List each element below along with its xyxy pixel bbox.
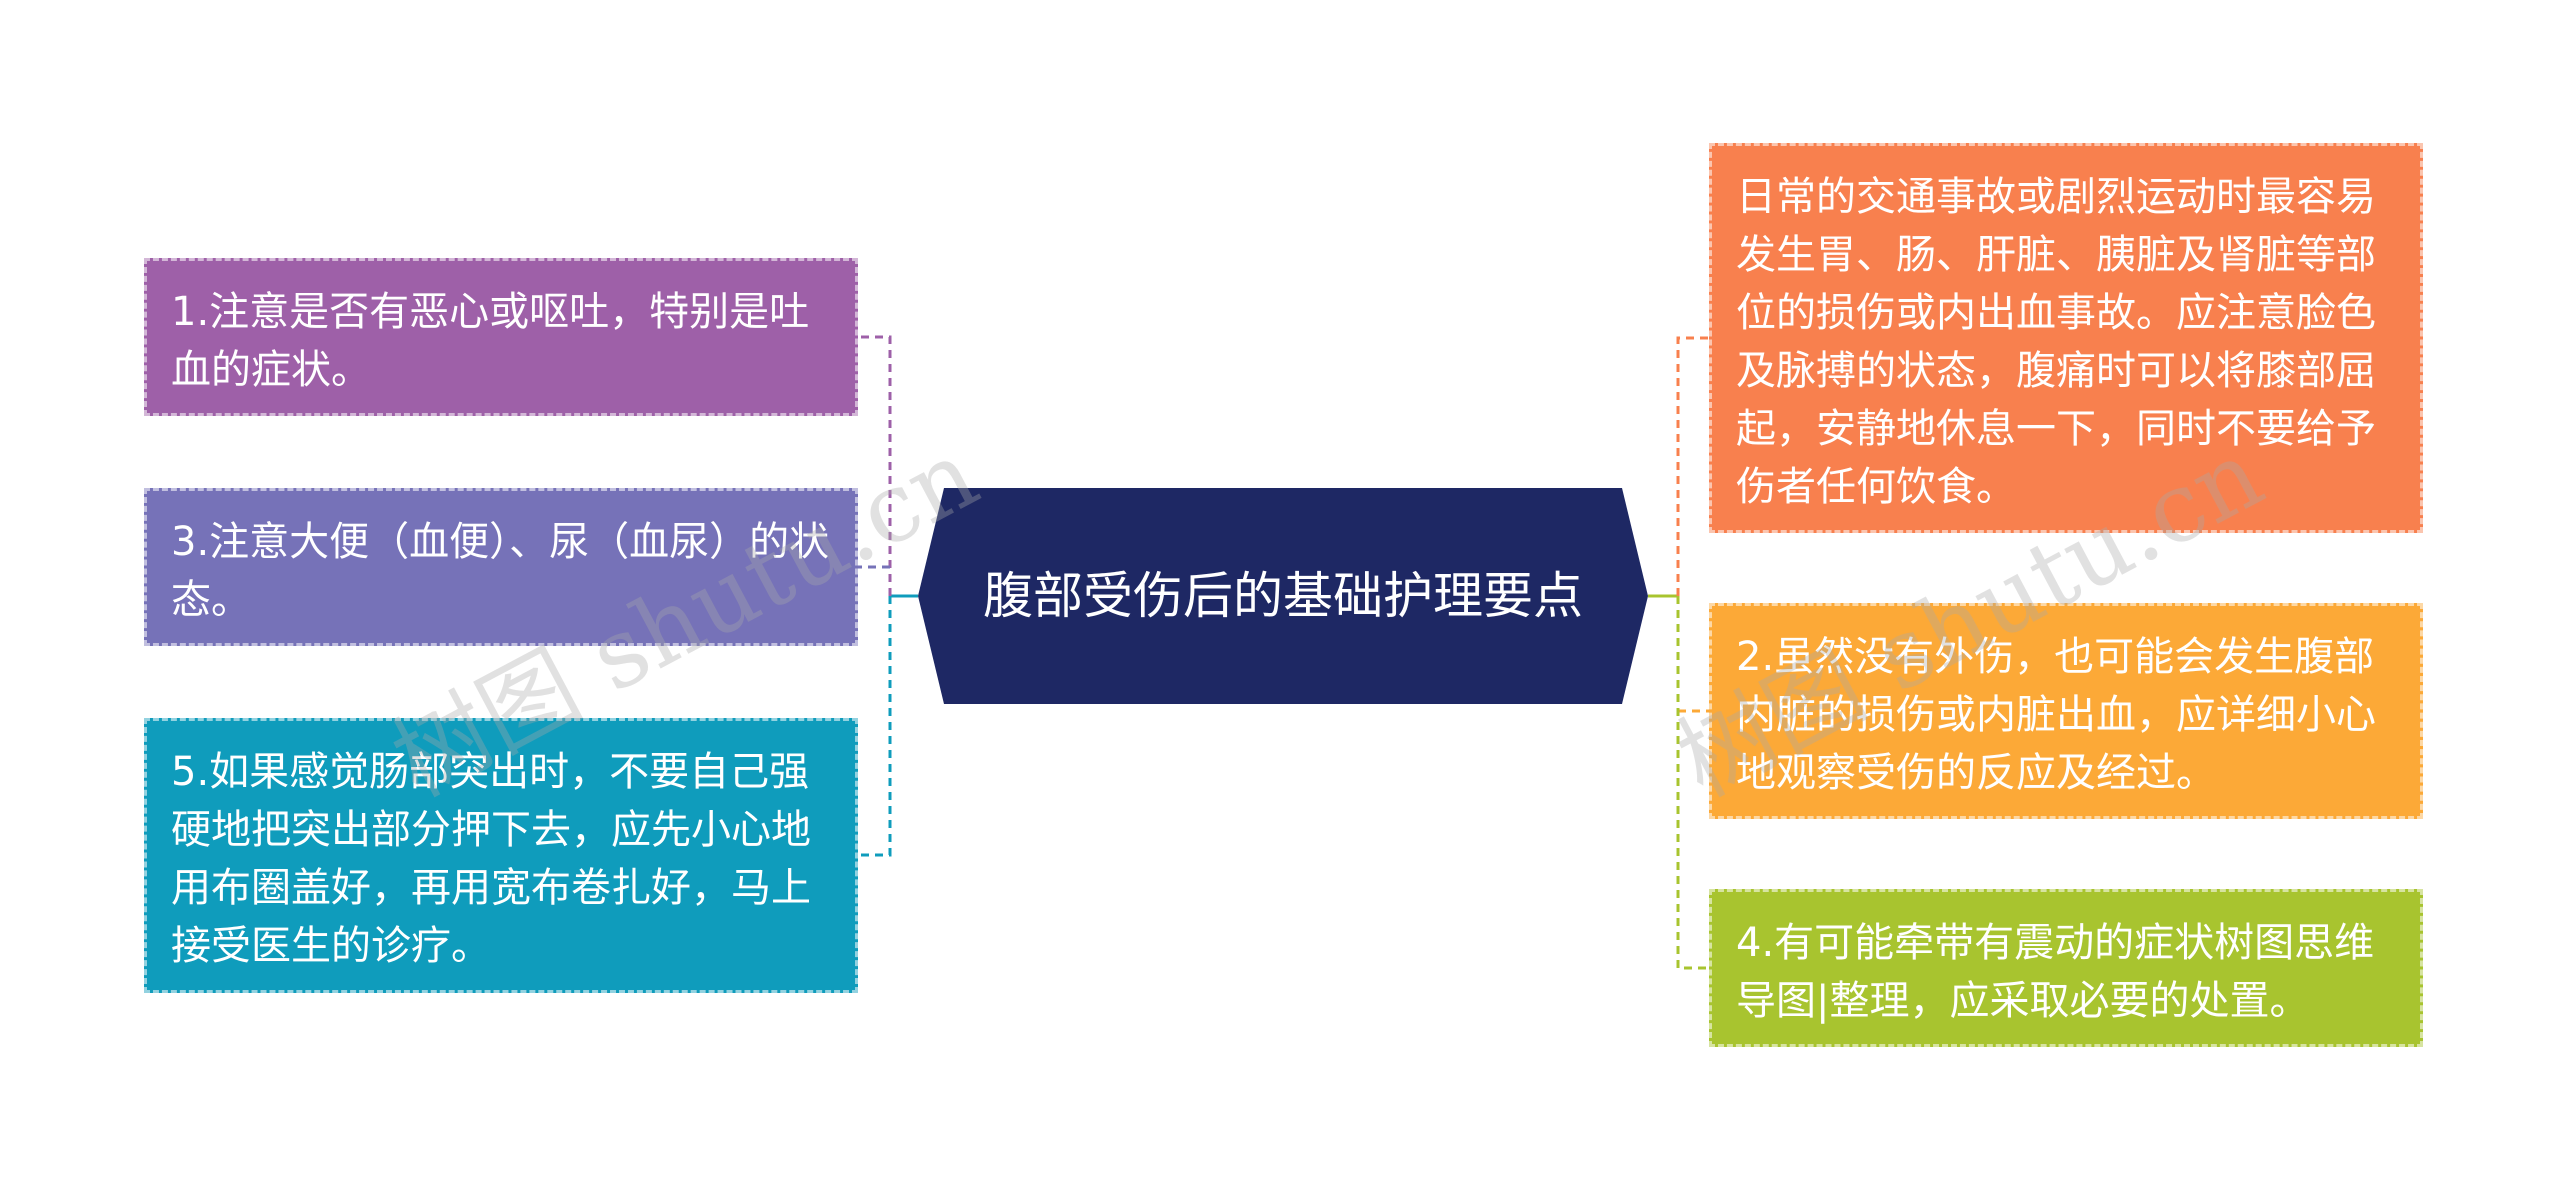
central-topic[interactable]: 腹部受伤后的基础护理要点 <box>918 488 1648 704</box>
branch-node-intro-text: 日常的交通事故或剧烈运动时最容易发生胃、肠、肝脏、胰脏及肾脏等部位的损伤或内出血… <box>1736 174 2376 510</box>
branch-node-5[interactable]: 5.如果感觉肠部突出时，不要自己强硬地把突出部分押下去，应先小心地用布圈盖好，再… <box>144 718 858 993</box>
branch-node-5-text: 5.如果感觉肠部突出时，不要自己强硬地把突出部分押下去，应先小心地用布圈盖好，再… <box>171 749 811 969</box>
branch-node-1[interactable]: 1.注意是否有恶心或呕吐，特别是吐血的症状。 <box>144 258 858 416</box>
branch-node-2[interactable]: 2.虽然没有外伤，也可能会发生腹部内脏的损伤或内脏出血，应详细小心地观察受伤的反… <box>1709 603 2423 819</box>
central-topic-title: 腹部受伤后的基础护理要点 <box>983 567 1583 625</box>
branch-node-4[interactable]: 4.有可能牵带有震动的症状树图思维导图|整理，应采取必要的处置。 <box>1709 889 2423 1047</box>
connector-branch-5 <box>858 596 892 857</box>
branch-node-intro[interactable]: 日常的交通事故或剧烈运动时最容易发生胃、肠、肝脏、胰脏及肾脏等部位的损伤或内出血… <box>1709 143 2423 533</box>
branch-node-3[interactable]: 3.注意大便（血便）、尿（血尿）的状态。 <box>144 488 858 646</box>
branch-node-2-text: 2.虽然没有外伤，也可能会发生腹部内脏的损伤或内脏出血，应详细小心地观察受伤的反… <box>1736 634 2376 796</box>
connector-branch-intro <box>1676 336 1709 596</box>
branch-node-4-text: 4.有可能牵带有震动的症状树图思维导图|整理，应采取必要的处置。 <box>1736 920 2375 1024</box>
branch-node-1-text: 1.注意是否有恶心或呕吐，特别是吐血的症状。 <box>171 289 810 393</box>
branch-node-3-text: 3.注意大便（血便）、尿（血尿）的状态。 <box>171 519 830 623</box>
